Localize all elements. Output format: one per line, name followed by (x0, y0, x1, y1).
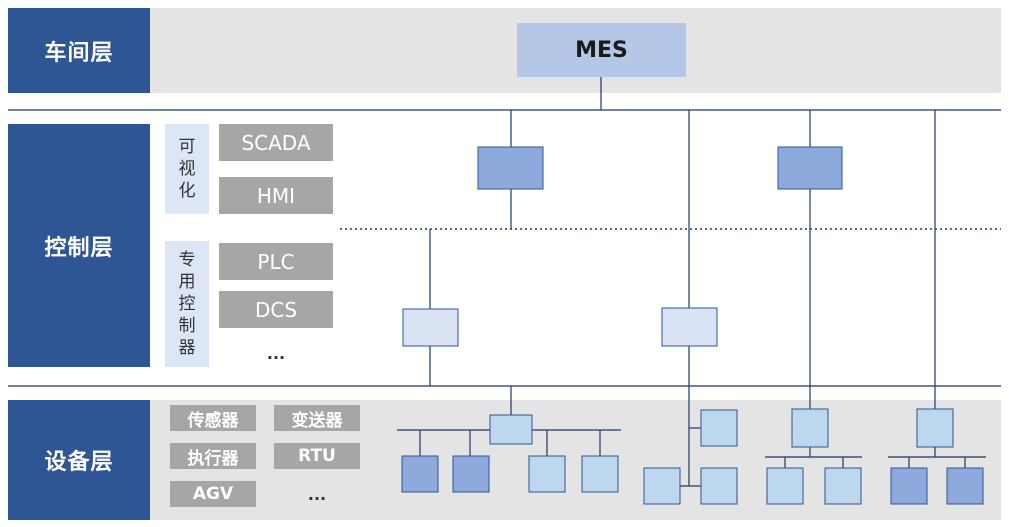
rtu-box: RTU (274, 443, 360, 469)
device-node (700, 467, 738, 505)
controller-tag: 专 用 控 制 器 (165, 241, 209, 367)
visualization-tag-char: 视 (178, 159, 196, 179)
agv-box: AGV (170, 481, 256, 507)
controller-tag-char: 器 (178, 338, 196, 358)
controller-node (661, 307, 718, 347)
device-node (766, 467, 804, 505)
device-node (452, 455, 490, 493)
visualization-tag: 可 视 化 (165, 124, 209, 214)
control-switch-node (777, 146, 843, 190)
workshop-layer-band (8, 8, 1001, 93)
transmitter-box: 变送器 (274, 405, 360, 431)
controller-tag-char: 用 (178, 272, 196, 292)
device-node (528, 455, 566, 493)
controller-more-ellipsis: ... (266, 343, 286, 363)
mes-box: MES (517, 23, 686, 77)
controller-node (402, 308, 459, 347)
hmi-box: HMI (219, 177, 333, 214)
device-gateway-node (791, 408, 829, 448)
sensor-box: 传感器 (170, 405, 256, 431)
device-node (946, 467, 984, 505)
visualization-tag-char: 化 (178, 181, 196, 201)
controller-tag-char: 制 (178, 316, 196, 336)
device-layer-label: 设备层 (8, 400, 150, 520)
device-node (700, 409, 738, 447)
device-node (581, 455, 619, 493)
plc-box: PLC (219, 243, 333, 280)
device-gateway-node (489, 414, 533, 445)
control-switch-node (477, 146, 544, 190)
device-more-ellipsis: ... (307, 484, 327, 504)
device-gateway-node (916, 408, 954, 448)
device-node (824, 467, 862, 505)
visualization-tag-char: 可 (178, 137, 196, 157)
dcs-box: DCS (219, 291, 333, 328)
device-node (643, 467, 681, 505)
actuator-box: 执行器 (170, 443, 256, 469)
controller-tag-char: 专 (178, 250, 196, 270)
controller-tag-char: 控 (178, 294, 196, 314)
workshop-layer-label: 车间层 (8, 8, 150, 93)
device-node (401, 455, 439, 493)
scada-box: SCADA (219, 124, 333, 161)
device-node (890, 467, 928, 505)
control-layer-label: 控制层 (8, 124, 150, 367)
